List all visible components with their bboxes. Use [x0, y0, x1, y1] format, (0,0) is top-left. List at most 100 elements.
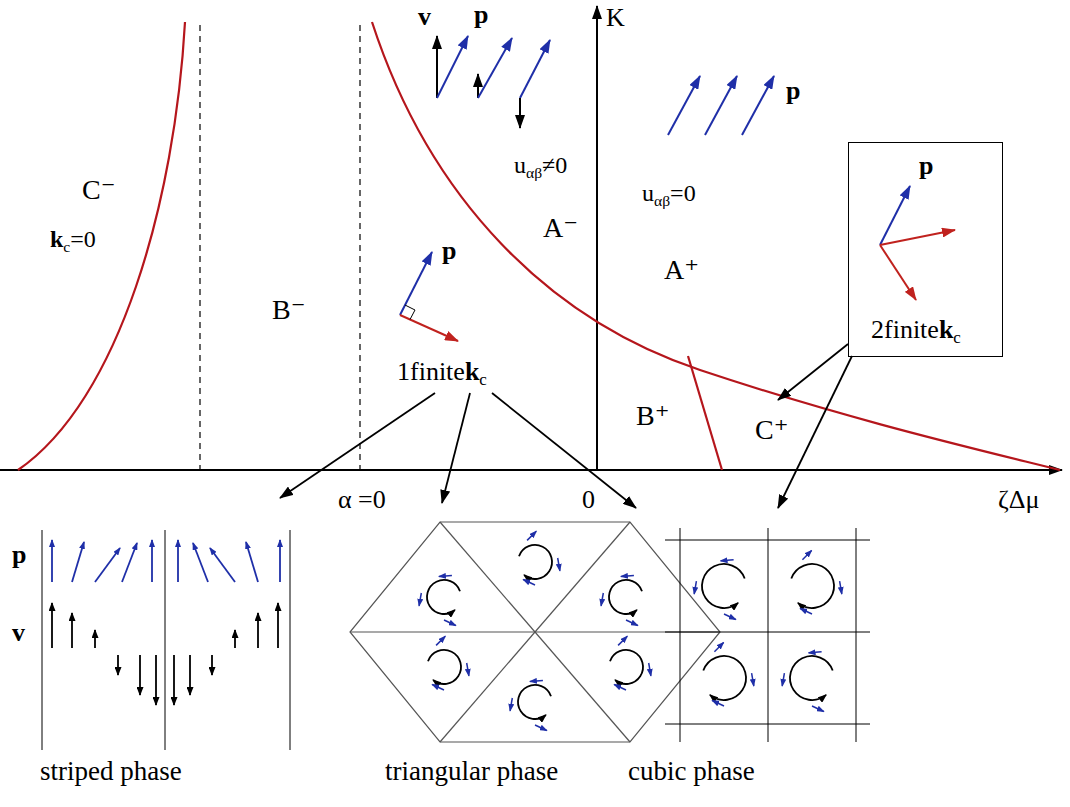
label-group: B⁺ [636, 400, 669, 432]
vortex-arc [609, 580, 642, 614]
polar-arrow [782, 673, 784, 686]
line-art [42, 530, 43, 750]
line-art [117, 655, 119, 675]
line-art [680, 528, 681, 742]
line-art [0, 469, 1062, 471]
line-art [372, 22, 1060, 470]
label-text: A⁺ [664, 254, 699, 285]
label-text: B⁺ [636, 400, 669, 431]
vortex-arrows [419, 531, 842, 730]
line-art [705, 76, 737, 135]
label-text: K [606, 3, 625, 32]
label-group: K [606, 3, 625, 33]
label-text: ≠0 [542, 152, 567, 178]
line-art [94, 630, 96, 648]
polar-arrow [444, 620, 456, 626]
line-art [400, 252, 432, 315]
label-group: 2finitekc [871, 315, 961, 345]
line-art [122, 543, 137, 582]
line-art [151, 540, 153, 582]
subscript-text: c [63, 238, 70, 255]
line-art [246, 542, 258, 582]
polar-arrow [439, 575, 452, 576]
polar-arrow [530, 680, 543, 681]
line-art [436, 36, 438, 98]
label-text: =0 [670, 180, 696, 206]
polar-arrow [724, 614, 736, 620]
polar-arrow [649, 663, 651, 676]
label-group: 1finitekc [397, 357, 487, 387]
label-group: cubic phase [628, 756, 755, 787]
polar-arrow [809, 652, 822, 653]
line-art [405, 305, 415, 320]
line-art [257, 613, 259, 648]
line-art [520, 40, 550, 98]
line-art [596, 6, 598, 470]
label-group: uαβ=0 [642, 180, 696, 208]
line-art [742, 76, 774, 135]
line-art [778, 356, 852, 508]
label-group: 0 [582, 485, 595, 515]
label-text: =0 [70, 226, 96, 252]
polar-arrow [840, 581, 842, 594]
label-text: 1finite [397, 357, 465, 386]
subscript-text: αβ [654, 192, 670, 209]
subscript-text: αβ [526, 164, 542, 181]
label-text: p [12, 540, 26, 569]
label-group: triangular phase [385, 756, 558, 787]
polar-arrows [668, 76, 774, 135]
line-art [688, 356, 722, 470]
vortex-arc [518, 685, 551, 719]
label-group: p [12, 540, 26, 570]
line-art [199, 25, 200, 470]
line-art [95, 548, 120, 582]
polar-arrow [601, 593, 603, 606]
label-group: uαβ≠0 [514, 152, 567, 180]
line-art [400, 315, 458, 341]
vortex-arc [702, 564, 745, 608]
label-group: α =0 [338, 485, 386, 515]
label-group: v [418, 2, 431, 32]
line-art [71, 613, 73, 648]
label-group: v [12, 618, 25, 648]
label-text: striped phase [40, 756, 182, 786]
box-arrows [880, 186, 955, 300]
polar-arrow [558, 558, 560, 571]
polar-arrow [618, 636, 627, 645]
polar-arrow [432, 685, 444, 691]
vortex-arc [427, 580, 460, 614]
line-art [279, 540, 281, 582]
label-group: kc=0 [50, 226, 96, 254]
label-text: 2finite [871, 315, 939, 344]
line-art [440, 522, 630, 742]
polar-arrow [812, 706, 824, 712]
line-art [193, 543, 208, 582]
label-text: u [514, 152, 526, 178]
polar-arrow [712, 701, 724, 707]
line-art [189, 655, 191, 695]
wavevector-arrows [400, 252, 458, 341]
leader-arrows [280, 344, 852, 508]
label-text: B⁻ [272, 294, 305, 325]
label-text: triangular phase [385, 756, 558, 786]
line-art [290, 530, 291, 750]
line-art [665, 540, 870, 541]
line-art [51, 540, 53, 582]
label-text: p [919, 151, 933, 180]
polar-arrow [621, 575, 634, 576]
line-art [492, 393, 636, 508]
label-text: u [642, 180, 654, 206]
line-art [139, 655, 141, 695]
line-art [477, 74, 479, 98]
vortex-arc [703, 656, 746, 700]
label-text: cubic phase [628, 756, 755, 786]
line-art [437, 36, 468, 98]
line-art [280, 393, 435, 498]
line-art [277, 603, 279, 648]
line-art [18, 22, 185, 470]
vortex-arc [791, 564, 834, 608]
line-art [52, 540, 280, 582]
line-art [210, 548, 235, 582]
